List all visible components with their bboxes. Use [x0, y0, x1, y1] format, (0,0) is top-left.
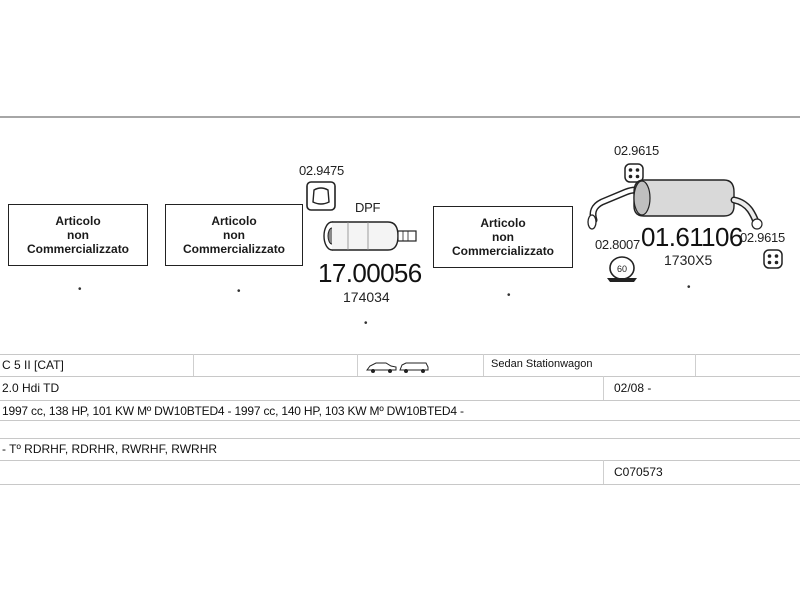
- dpf-subcode: 174034: [343, 289, 390, 305]
- vehicle-model: C 5 II [CAT]: [2, 358, 64, 372]
- unavailable-article-box-2: Articolo non Commercializzato: [165, 204, 303, 266]
- dpf-filter-icon: [323, 221, 417, 251]
- table-divider: [483, 354, 484, 376]
- dpf-label: DPF: [355, 200, 381, 215]
- unavailable-line2: non: [492, 230, 514, 244]
- table-divider: [357, 354, 358, 376]
- vehicle-date: 02/08 -: [614, 381, 652, 395]
- unavailable-line3: Commercializzato: [26, 242, 130, 256]
- unavailable-line2: non: [223, 228, 245, 242]
- table-line: [0, 438, 800, 439]
- clamp-size-label: 60: [617, 264, 627, 274]
- table-line: [0, 354, 800, 355]
- unavailable-line1: Articolo: [55, 214, 101, 228]
- table-line: [0, 484, 800, 485]
- vehicle-code: C070573: [614, 465, 663, 479]
- mark-dot: •: [507, 290, 511, 301]
- hanger-code-top: 02.9615: [614, 143, 659, 158]
- rear-box-subcode: 1730X5: [664, 252, 713, 268]
- table-line: [0, 400, 800, 401]
- gasket-icon: [306, 181, 336, 211]
- unavailable-line1: Articolo: [480, 216, 526, 230]
- table-divider: [695, 354, 696, 376]
- mark-dot: •: [687, 282, 691, 293]
- unavailable-line2: non: [67, 228, 89, 242]
- table-divider: [603, 376, 604, 400]
- gasket-code: 02.9475: [299, 163, 344, 178]
- mark-dot: •: [364, 318, 368, 329]
- rear-box-code: 01.61106: [641, 222, 743, 252]
- table-divider: [193, 354, 194, 376]
- rear-silencer-icon: [587, 179, 763, 230]
- unavailable-article-box-1: Articolo non Commercializzato: [8, 204, 148, 266]
- vehicle-specs: 1997 cc, 138 HP, 101 KW Mº DW10BTED4 - 1…: [2, 404, 464, 418]
- clamp-code: 02.8007: [595, 237, 640, 252]
- mark-dot: •: [78, 284, 82, 295]
- unavailable-article-box-3: Articolo non Commercializzato: [433, 206, 573, 268]
- dpf-code: 17.00056: [318, 258, 422, 288]
- unavailable-line3: Commercializzato: [451, 244, 555, 258]
- table-divider: [603, 460, 604, 484]
- vehicle-engine: 2.0 Hdi TD: [2, 381, 60, 395]
- mark-dot: •: [237, 286, 241, 297]
- unavailable-line1: Articolo: [211, 214, 257, 228]
- vehicle-types: - Tº RDRHF, RDRHR, RWRHF, RWRHR: [2, 442, 218, 456]
- table-line: [0, 460, 800, 461]
- table-line: [0, 420, 800, 421]
- unavailable-line3: Commercializzato: [182, 242, 286, 256]
- table-line: [0, 376, 800, 377]
- rubber-hanger-icon: [624, 163, 644, 183]
- car-body-icons: [366, 362, 429, 373]
- hanger-code-right: 02.9615: [740, 230, 785, 245]
- rubber-hanger-icon: [763, 249, 783, 269]
- clamp-icon: 60: [607, 256, 637, 282]
- body-types: Sedan Stationwagon: [491, 358, 593, 370]
- diagram-top-border: [0, 116, 800, 118]
